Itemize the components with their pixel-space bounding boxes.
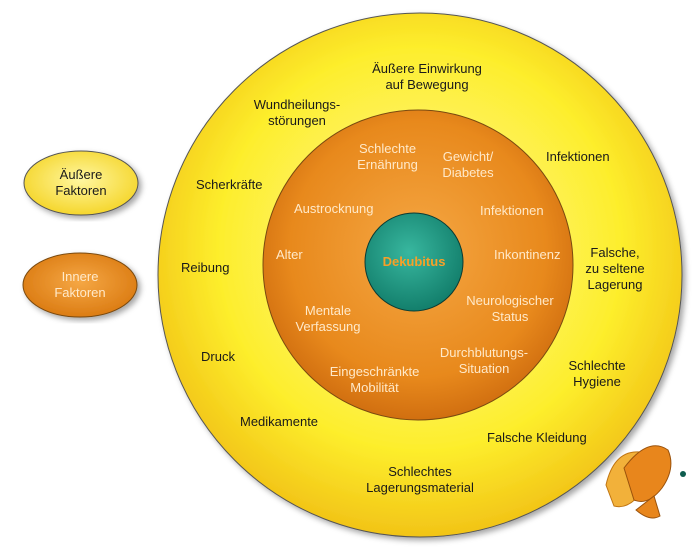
core-circle [364,212,464,312]
outer-factor: Falsche, zu seltene Lagerung [585,245,645,292]
outer-factor: Reibung [181,260,230,275]
outer-factor: Druck [201,349,235,364]
inner-factor: Neurologischer Status [466,293,554,324]
inner-factor: Austrocknung [294,201,374,216]
inner-factor: Inkontinenz [494,247,561,262]
outer-factor: Schlechte Hygiene [568,358,626,389]
outer-factor: Infektionen [546,149,610,164]
legend-outer-label: Äußere Faktoren [55,167,107,198]
legend-inner-label: Innere Faktoren [54,269,106,300]
legend-outer-ellipse [23,150,139,216]
logo-icon [605,445,686,519]
outer-factor: Wundheilungs- störungen [253,97,341,128]
center-label: Dekubitus [382,254,446,269]
inner-factor: Schlechte Ernährung [357,141,418,172]
inner-factor: Durchblutungs- Situation [439,345,529,376]
inner-factor: Eingeschränkte Mobilität [329,364,420,395]
outer-factor: Falsche Kleidung [487,430,587,445]
legend-inner-ellipse [22,252,138,318]
inner-factor: Alter [276,247,303,262]
inner-factor: Infektionen [480,203,544,218]
outer-factor: Scherkräfte [196,177,263,192]
inner-factor: Mentale Verfassung [295,303,361,334]
inner-factor: Gewicht/ Diabetes [442,149,494,180]
outer-factor: Schlechtes Lagerungsmaterial [366,464,474,495]
outer-factor: Medikamente [240,414,319,429]
outer-factor: Äußere Einwirkung auf Bewegung [372,61,482,92]
